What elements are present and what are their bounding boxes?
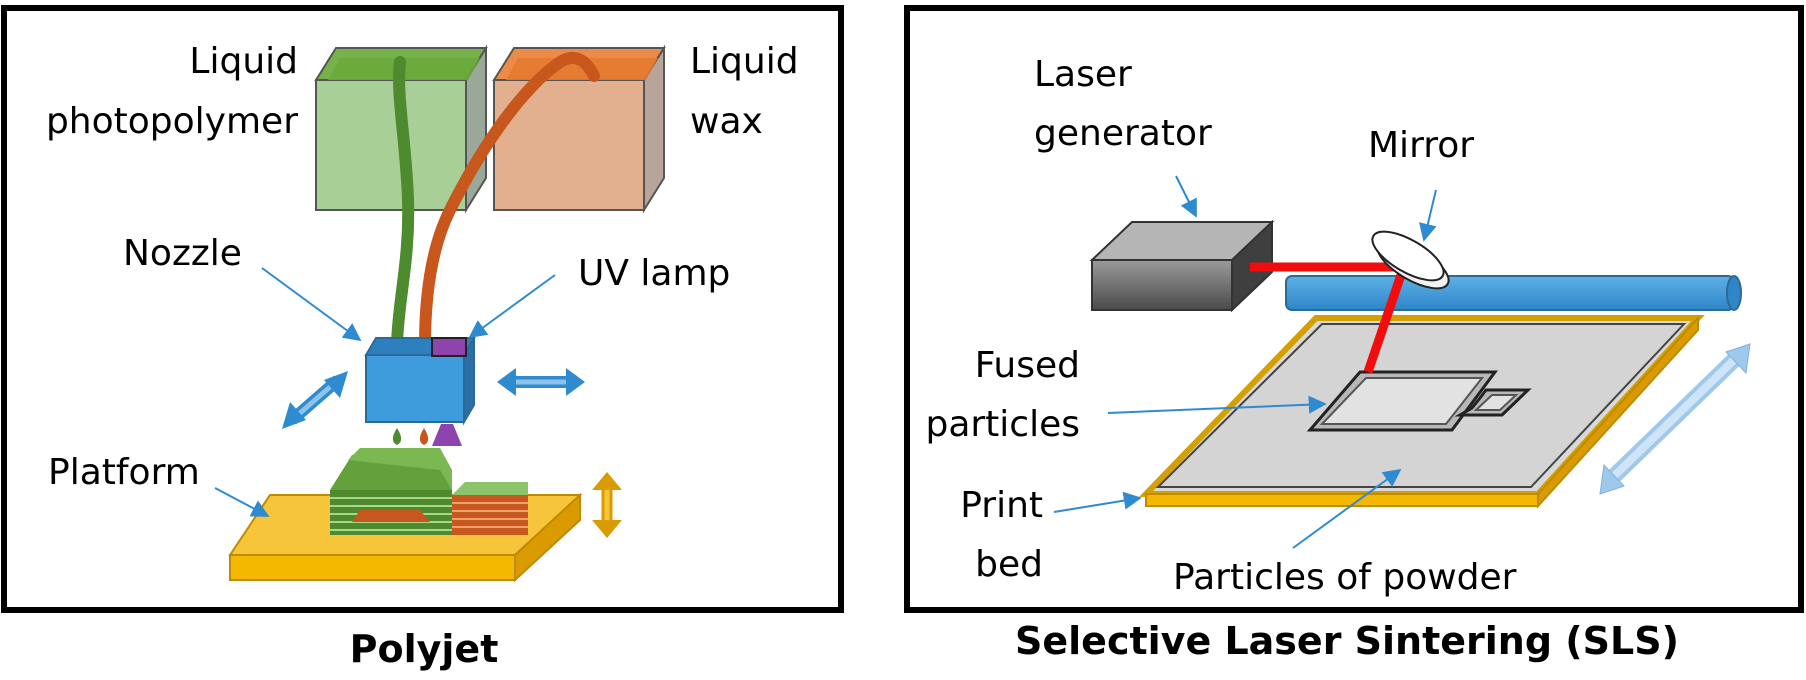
platform-callout-arrow xyxy=(214,487,270,517)
bed-move-arrow xyxy=(1599,343,1751,495)
uv-beam xyxy=(432,424,462,446)
bed-label-line1: Print xyxy=(960,485,1043,526)
wax-tank xyxy=(492,44,666,214)
photopolymer-label-line1: Liquid xyxy=(189,41,298,82)
nozzle-callout-arrow xyxy=(261,267,362,342)
sls-frame xyxy=(904,5,1804,613)
nozzle-move-arrow-horizontal xyxy=(497,368,585,396)
uv-lamp xyxy=(431,337,467,357)
polyjet-frame xyxy=(1,5,844,613)
mirror-callout-arrow xyxy=(1419,189,1437,242)
polyjet-caption: Polyjet xyxy=(350,627,499,671)
laser-label-line1: Laser xyxy=(1034,54,1132,95)
wax-label-line1: Liquid xyxy=(690,41,799,82)
laser-callout-arrow xyxy=(1175,175,1197,218)
powder-callout-arrow xyxy=(1292,468,1402,549)
fused-label-line2: particles xyxy=(925,404,1080,445)
wax-droplet xyxy=(419,428,429,445)
photopolymer-label-line2: photopolymer xyxy=(46,101,298,142)
powder-label: Particles of powder xyxy=(1173,557,1517,598)
wax-label-line2: wax xyxy=(690,101,763,142)
fused-part xyxy=(1306,370,1532,432)
sls-caption: Selective Laser Sintering (SLS) xyxy=(1015,619,1679,663)
nozzle-label: Nozzle xyxy=(123,233,242,274)
polyjet-panel: Liquid photopolymer Liquid wax Nozzle UV… xyxy=(1,5,844,671)
photopolymer-droplet xyxy=(392,428,402,445)
fused-callout-arrow xyxy=(1107,395,1327,414)
laser-label-line2: generator xyxy=(1034,113,1212,154)
photopolymer-feed-tube xyxy=(391,56,415,351)
uv-lamp-label: UV lamp xyxy=(578,253,730,294)
fused-label-line1: Fused xyxy=(975,345,1080,386)
bed-callout-arrow xyxy=(1053,491,1142,513)
wax-feed-tube xyxy=(419,52,600,351)
bed-label-line2: bed xyxy=(975,544,1043,585)
nozzle-move-arrow-diagonal xyxy=(282,371,348,429)
nozzle-block xyxy=(364,334,476,426)
printed-part xyxy=(330,448,528,535)
laser-beam-down xyxy=(1363,270,1407,374)
mirror xyxy=(1371,230,1450,290)
platform-label: Platform xyxy=(48,452,200,493)
laser-generator xyxy=(1089,219,1275,313)
platform-move-arrow xyxy=(592,472,622,538)
powder-roller xyxy=(1285,275,1742,311)
uv-lamp-callout-arrow xyxy=(468,274,556,339)
mirror-label: Mirror xyxy=(1368,125,1474,166)
sls-panel: Laser generator Mirror Fused particles P… xyxy=(904,5,1804,663)
